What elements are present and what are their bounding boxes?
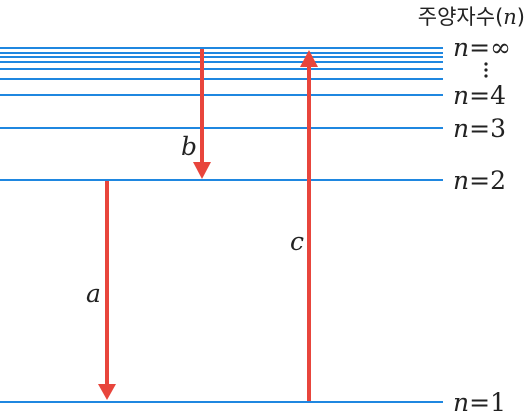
- vertical-ellipsis-icon: [484, 62, 488, 78]
- level-symbol: n: [453, 166, 469, 195]
- arrow-label-c: c: [290, 227, 304, 256]
- title-symbol: n: [503, 5, 517, 29]
- arrow-label-b: b: [181, 132, 197, 161]
- arrow-label-a: a: [86, 279, 101, 308]
- level-eq: =: [469, 33, 490, 62]
- level-value: 2: [490, 166, 506, 195]
- title-paren-open: (: [495, 5, 503, 29]
- title-text: 주양자수: [418, 5, 495, 29]
- level-symbol: n: [453, 33, 469, 62]
- level-value: 1: [490, 388, 506, 412]
- level-labels: n=1 n=2 n=3 n=4 n=∞: [453, 33, 511, 412]
- arrow-b-head: [193, 162, 211, 179]
- level-eq: =: [469, 81, 490, 110]
- transition-arrow-b: [193, 49, 211, 179]
- level-value: 3: [490, 114, 506, 143]
- level-label-n1: n=1: [453, 388, 506, 412]
- title-paren-close: ): [517, 5, 525, 29]
- level-label-n3: n=3: [453, 114, 506, 143]
- energy-levels: [0, 47, 443, 403]
- level-eq: =: [469, 166, 490, 195]
- level-eq: =: [469, 388, 490, 412]
- level-label-n2: n=2: [453, 166, 506, 195]
- level-symbol: n: [453, 81, 469, 110]
- arrow-a-head: [98, 384, 116, 400]
- arrow-c-head: [300, 50, 318, 67]
- diagram-title: 주양자수(n): [418, 5, 525, 29]
- level-value: ∞: [490, 33, 511, 62]
- level-symbol: n: [453, 114, 469, 143]
- level-label-n4: n=4: [453, 81, 506, 110]
- level-label-n-infinity: n=∞: [453, 33, 511, 62]
- transition-arrow-a: [98, 181, 116, 400]
- transition-arrow-c: [300, 50, 318, 401]
- level-symbol: n: [453, 388, 469, 412]
- level-value: 4: [490, 81, 506, 110]
- level-eq: =: [469, 114, 490, 143]
